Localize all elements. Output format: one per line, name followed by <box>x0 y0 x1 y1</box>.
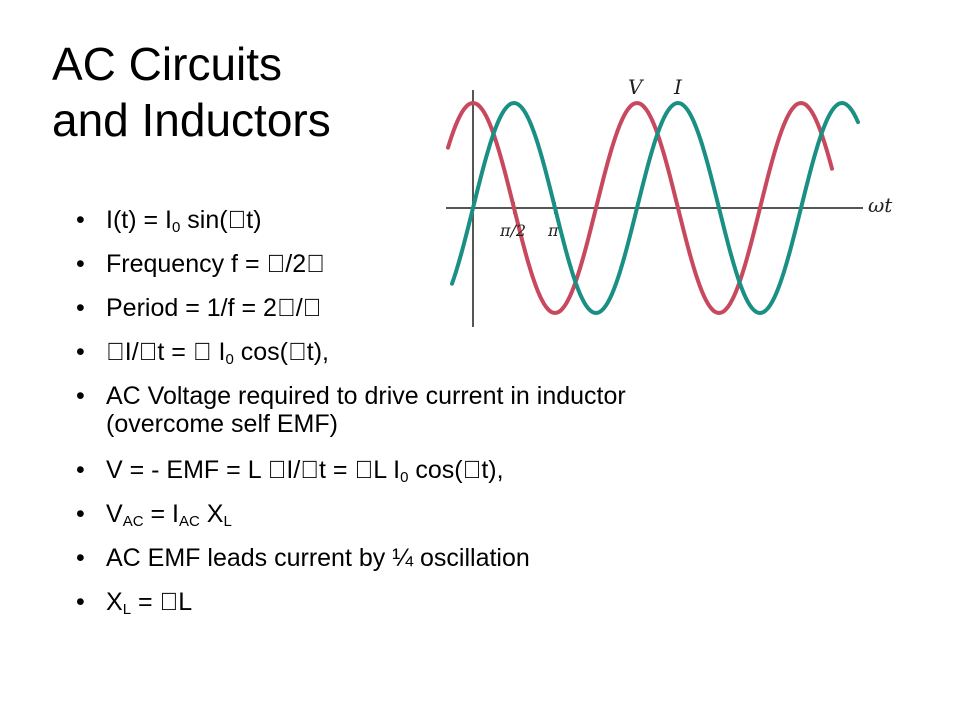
bullet-reactance: XL =  L <box>76 588 696 617</box>
bullet-current-equation: I(t) = I0 sin( t) <box>76 206 696 235</box>
bullet-period: Period = 1/f = 2 /  <box>76 294 696 322</box>
x-axis-label: ωt <box>868 193 893 217</box>
pi-label: π <box>547 221 559 240</box>
slide-title: AC Circuits and Inductors <box>52 36 331 148</box>
title-line-1: AC Circuits <box>52 38 283 90</box>
bullet-voltage-emf: V = - EMF = L  I/ t =  L I0 cos( t), <box>76 456 696 485</box>
bullet-derivative:  I/ t =   I0 cos( t), <box>76 338 696 367</box>
voltage-wave <box>446 101 834 315</box>
bullet-ac-voltage: AC Voltage required to drive current in … <box>76 382 696 438</box>
bullet-frequency: Frequency f =  /2  <box>76 250 696 278</box>
bullet-vac: VAC = IAC XL <box>76 500 696 529</box>
bullet-emf-leads: AC EMF leads current by ¼ oscillation <box>76 544 696 572</box>
current-label: I <box>673 75 683 99</box>
current-wave <box>450 100 860 316</box>
bullet-list: I(t) = I0 sin( t) Frequency f =  /2  Per… <box>76 206 696 632</box>
voltage-label: V <box>628 75 645 99</box>
voltage-current-graph: V I ωt π/2 π <box>446 75 893 327</box>
title-line-2: and Inductors <box>52 94 331 146</box>
half-pi-label: π/2 <box>499 221 526 240</box>
